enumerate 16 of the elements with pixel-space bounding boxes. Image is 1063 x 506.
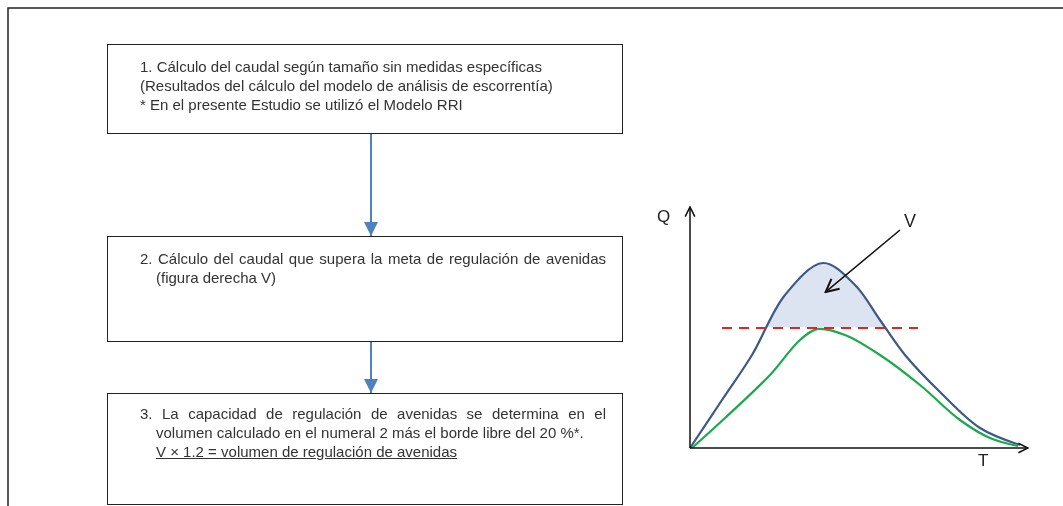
step-text: 3. La capacidad de regulación de avenidas se determina en el volumen calculado en el numeral 2 más el borde libre del 20 %*. [140,404,606,442]
step-text: (Resultados del cálculo del modelo de análisis de escorrentía) [140,76,554,95]
process-box [107,236,623,342]
step-text: 2. Cálculo del caudal que supera la meta de regulación de avenidas (figura derecha V) [140,249,606,287]
excess-volume-area [766,263,886,328]
flow-arrow [364,341,378,394]
formula-text: V × 1.2 = volumen de regulación de avenidas [155,442,459,461]
volume-label: V [904,211,916,232]
process-box [107,393,623,505]
y-axis-label: Q [657,207,671,227]
leader-arrow [824,229,901,293]
x-axis-label: T [978,451,989,471]
process-box [107,44,623,134]
step-text: * En el presente Estudio se utilizó el Modelo RRI [140,95,464,114]
step-text: 1. Cálculo del caudal según tamaño sin medidas específicas [140,57,543,76]
flow-arrow [364,133,378,237]
